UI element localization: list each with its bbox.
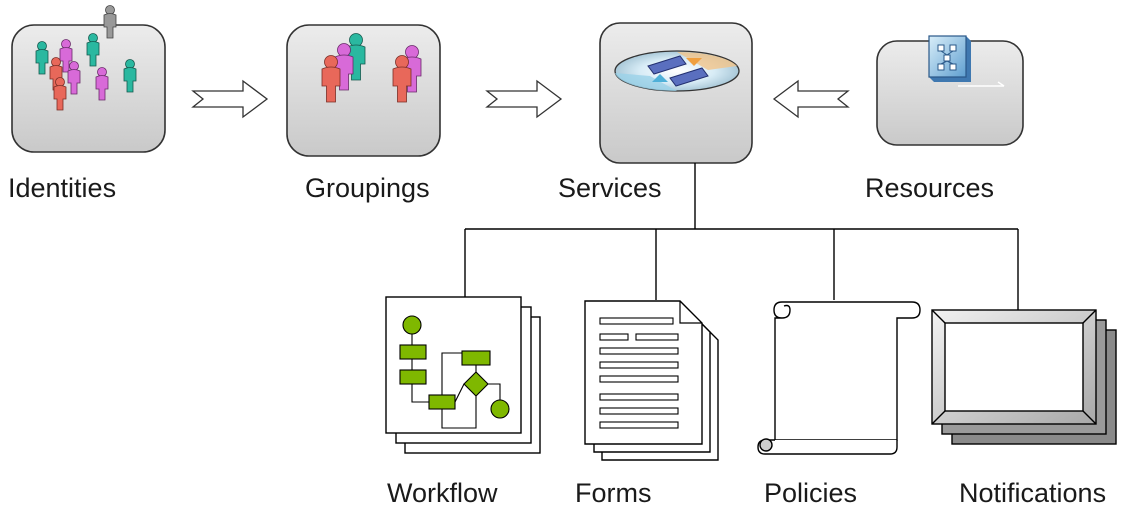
services-box: [599, 22, 753, 164]
identities-label: Identities: [8, 173, 117, 203]
identities-box: [11, 24, 166, 153]
services-label: Services: [558, 173, 662, 203]
notifications-label: Notifications: [959, 478, 1107, 508]
groupings-box: [286, 24, 441, 157]
forms-label: Forms: [575, 478, 652, 508]
resources-label: Resources: [865, 173, 995, 203]
resource-network-icon: [928, 35, 971, 82]
arrow-left-icon: [772, 79, 850, 119]
groupings-node: [286, 24, 441, 157]
identities-node: [11, 5, 166, 153]
policies-label: Policies: [764, 478, 858, 508]
workflow-label: Workflow: [387, 478, 498, 508]
groupings-label: Groupings: [305, 173, 430, 203]
resources-node: [876, 35, 1024, 146]
policy-scroll-icon: [757, 301, 921, 455]
notification-window-icon: [931, 309, 1117, 445]
connector-tree: [464, 163, 1019, 314]
service-exchange-icon: [614, 50, 740, 92]
services-node: [599, 22, 753, 164]
arrow-right-icon: [191, 79, 269, 119]
forms-icon: [584, 300, 719, 461]
workflow-icon: [385, 296, 541, 454]
arrow-right-icon: [485, 79, 563, 119]
